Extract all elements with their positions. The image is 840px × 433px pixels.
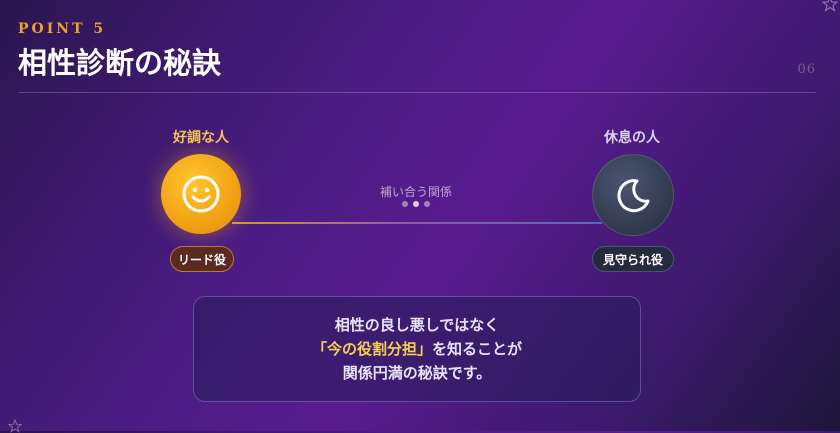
message-line-2: 「今の役割分担」を知ることが — [312, 337, 522, 361]
connector-dots — [402, 201, 430, 207]
left-person-circle — [161, 154, 241, 234]
right-person-label: 休息の人 — [604, 130, 660, 146]
moon-icon — [617, 179, 650, 213]
right-person-circle — [592, 154, 674, 236]
message-line-2-rest: を知ることが — [432, 340, 523, 358]
message-highlight: 「今の役割分担」 — [311, 340, 432, 358]
right-role-badge: 見守られ役 — [592, 246, 674, 272]
message-line-1: 相性の良し悪しではなく — [334, 316, 500, 334]
message-line-3: 関係円満の秘訣です。 — [342, 364, 492, 382]
point-label: POINT 5 — [18, 21, 107, 37]
divider — [18, 92, 816, 93]
left-person-label: 好調な人 — [173, 130, 229, 146]
left-role-badge: リード役 — [170, 246, 234, 272]
star-decoration-icon — [822, 0, 838, 12]
connector-line — [232, 222, 602, 224]
dot — [402, 201, 408, 207]
message-box: 相性の良し悪しではなく 「今の役割分担」を知ることが 関係円満の秘訣です。 — [193, 296, 641, 402]
page-number: 06 — [797, 62, 816, 77]
connector-label: 補い合う関係 — [379, 185, 452, 199]
dot — [424, 201, 430, 207]
star-decoration-icon — [8, 419, 22, 433]
dot — [413, 201, 419, 207]
smile-icon — [182, 175, 220, 213]
page-title: 相性診断の秘訣 — [18, 46, 222, 80]
